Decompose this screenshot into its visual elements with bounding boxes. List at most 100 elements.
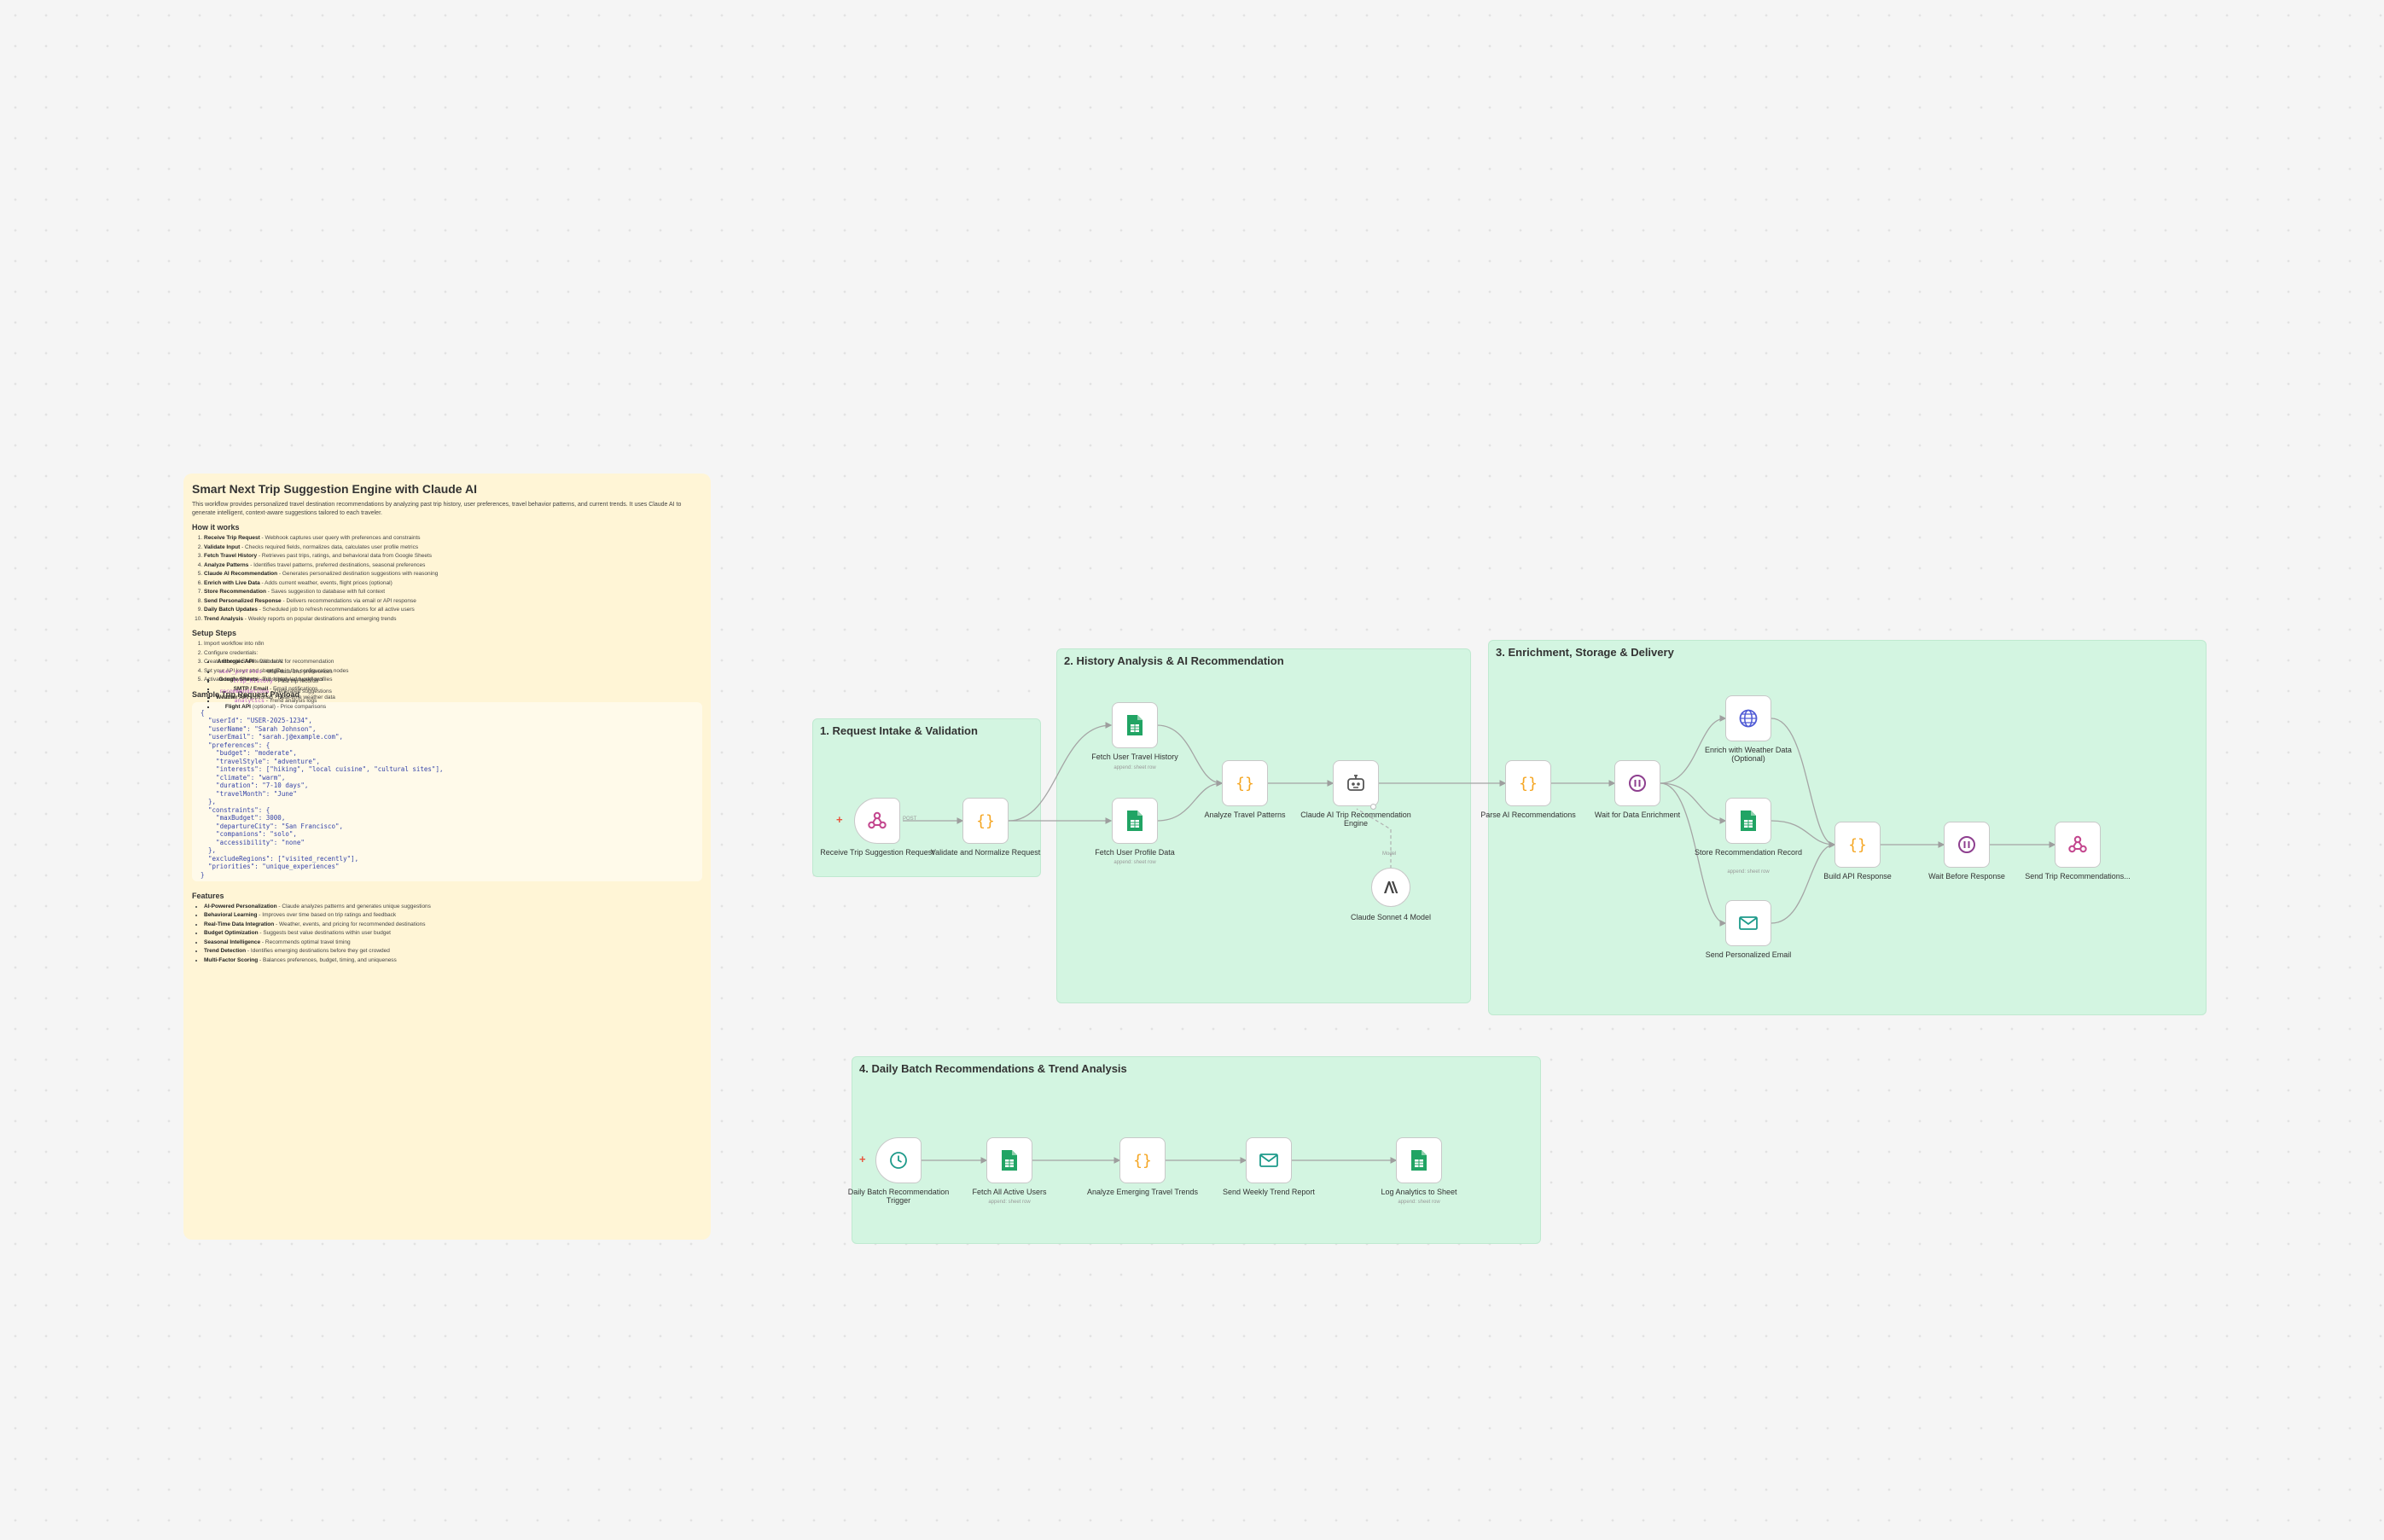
node-subtitle: append: sheet row: [1727, 869, 1770, 875]
list-item: analytics - Trend analysis logs: [216, 696, 335, 706]
node-subtitle: append: sheet row: [988, 1200, 1031, 1205]
svg-text:{}: {}: [1133, 1152, 1152, 1170]
sticky-note[interactable]: Smart Next Trip Suggestion Engine with C…: [183, 474, 711, 1240]
node-wait-data-enrichment[interactable]: [1614, 760, 1660, 806]
svg-text:{}: {}: [1848, 836, 1867, 854]
list-item: trip_history - Past trip records: [216, 677, 335, 687]
code-braces-icon: {}: [1236, 775, 1254, 793]
code-braces-icon: {}: [1848, 836, 1867, 854]
anthropic-icon: [1384, 881, 1398, 893]
note-intro: This workflow provides personalized trav…: [192, 502, 682, 516]
node-label: Fetch All Active Users: [972, 1188, 1047, 1196]
note-how-title: How it works: [192, 523, 240, 532]
code-braces-icon: {}: [1133, 1152, 1152, 1170]
list-item: Receive Trip Request - Webhook captures …: [204, 534, 702, 543]
node-label: Build API Response: [1823, 872, 1892, 880]
edge-label-post: POST: [903, 816, 917, 822]
list-item: AI-Powered Personalization - Claude anal…: [204, 903, 702, 912]
email-icon: [1259, 1154, 1278, 1167]
list-item: Flight API (optional) - Price comparison…: [216, 703, 335, 712]
node-analyze-emerging-trends[interactable]: {}: [1119, 1137, 1166, 1183]
node-label: Send Weekly Trend Report: [1223, 1188, 1315, 1196]
section-title: 4. Daily Batch Recommendations & Trend A…: [859, 1062, 1127, 1075]
globe-icon: [1739, 709, 1758, 728]
note-payload-title: Sample Trip Request Payload: [192, 689, 300, 699]
list-item: Trend Analysis - Weekly reports on popul…: [204, 615, 702, 625]
node-label: Analyze Emerging Travel Trends: [1086, 1188, 1199, 1196]
list-item: SMTP / Email - Email notifications: [216, 685, 335, 694]
node-send-trip-recommendations[interactable]: [2055, 822, 2101, 868]
add-trigger-icon[interactable]: +: [836, 813, 843, 826]
list-item: Store Recommendation - Saves suggestion …: [204, 588, 702, 597]
list-item: Enrich with Live Data - Adds current wea…: [204, 579, 702, 589]
node-log-analytics[interactable]: [1396, 1137, 1442, 1183]
google-sheets-icon: [1127, 715, 1143, 735]
node-wait-before-response[interactable]: [1944, 822, 1990, 868]
list-item: Weather API (optional) - Real-time weath…: [216, 694, 335, 703]
node-fetch-profile-data[interactable]: [1112, 798, 1158, 844]
node-label: Send Personalized Email: [1705, 950, 1792, 959]
list-item: Behavioral Learning - Improves over time…: [204, 911, 702, 921]
list-item: Activate both webhook and scheduled work…: [204, 676, 702, 685]
node-label: Analyze Travel Patterns: [1204, 811, 1286, 819]
list-item: Validate Input - Checks required fields,…: [204, 543, 702, 553]
list-item: Multi-Factor Scoring - Balances preferen…: [204, 956, 702, 966]
list-item: Fetch Travel History - Retrieves past tr…: [204, 552, 702, 561]
note-how-list: Receive Trip Request - Webhook captures …: [192, 534, 702, 624]
node-label: Daily Batch Recommendation Trigger: [847, 1188, 950, 1205]
port-label: Model: [1382, 851, 1397, 857]
node-fetch-travel-history[interactable]: [1112, 702, 1158, 748]
google-sheets-icon: [1127, 811, 1143, 831]
list-item: Google Sheets - Trip history and user pr…: [216, 676, 335, 685]
webhook-icon: [868, 811, 887, 829]
note-features-title: Features: [192, 891, 224, 900]
node-label: Send Trip Recommendations...: [2025, 872, 2131, 880]
node-daily-batch-trigger[interactable]: [875, 1137, 922, 1183]
node-parse-ai-recommendations[interactable]: {}: [1505, 760, 1551, 806]
svg-text:{}: {}: [976, 812, 995, 830]
node-build-api-response[interactable]: {}: [1835, 822, 1881, 868]
node-label: Enrich with Weather Data (Optional): [1705, 746, 1792, 763]
node-label: Claude Sonnet 4 Model: [1350, 913, 1432, 921]
node-receive-trip-request[interactable]: [854, 798, 900, 844]
note-setup-list: Import workflow into n8n Configure crede…: [192, 640, 702, 710]
section-title: 1. Request Intake & Validation: [820, 724, 978, 737]
node-fetch-active-users[interactable]: [986, 1137, 1032, 1183]
node-store-recommendation[interactable]: [1725, 798, 1771, 844]
node-label: Fetch User Profile Data: [1095, 848, 1175, 857]
model-port-handle[interactable]: [1370, 804, 1376, 810]
email-icon: [1739, 916, 1758, 930]
note-features-list: AI-Powered Personalization - Claude anal…: [192, 903, 702, 966]
robot-icon: [1347, 775, 1364, 791]
list-item: Import workflow into n8n: [204, 640, 702, 649]
list-item: Anthropic API - Claude AI for recommenda…: [216, 658, 335, 676]
note-setup-title: Setup Steps: [192, 629, 237, 637]
node-send-personalized-email[interactable]: [1725, 900, 1771, 946]
node-analyze-travel-patterns[interactable]: {}: [1222, 760, 1268, 806]
tabs-list: user_profiles - User data and preference…: [204, 667, 335, 706]
google-sheets-icon: [1002, 1150, 1017, 1171]
list-item: Analyze Patterns - Identifies travel pat…: [204, 561, 702, 571]
node-send-weekly-trend-report[interactable]: [1246, 1137, 1292, 1183]
node-enrich-weather-data[interactable]: [1725, 695, 1771, 741]
node-claude-sonnet-model[interactable]: [1371, 868, 1410, 907]
node-validate-normalize[interactable]: {}: [962, 798, 1009, 844]
node-label: Fetch User Travel History: [1091, 753, 1178, 761]
google-sheets-icon: [1741, 811, 1756, 831]
list-item: Configure credentials: Anthropic API - C…: [204, 649, 702, 710]
list-item: Claude AI Recommendation - Generates per…: [204, 570, 702, 579]
node-label: Validate and Normalize Request: [930, 848, 1041, 857]
code-braces-icon: {}: [1519, 775, 1538, 793]
add-trigger-icon[interactable]: +: [859, 1153, 866, 1165]
node-label: Receive Trip Suggestion Request: [820, 848, 934, 857]
svg-text:{}: {}: [1519, 775, 1538, 793]
node-subtitle: append: sheet row: [1398, 1200, 1440, 1205]
list-item: Real-Time Data Integration - Weather, ev…: [204, 921, 702, 930]
node-subtitle: append: sheet row: [1114, 860, 1156, 865]
payload-code-block: { "userId": "USER-2025-1234", "userName"…: [192, 701, 702, 881]
list-item: user_profiles - User data and preference…: [216, 667, 335, 677]
credentials-list: Anthropic API - Claude AI for recommenda…: [204, 658, 335, 712]
code-braces-icon: {}: [976, 812, 995, 830]
node-claude-recommendation-engine[interactable]: [1333, 760, 1379, 806]
